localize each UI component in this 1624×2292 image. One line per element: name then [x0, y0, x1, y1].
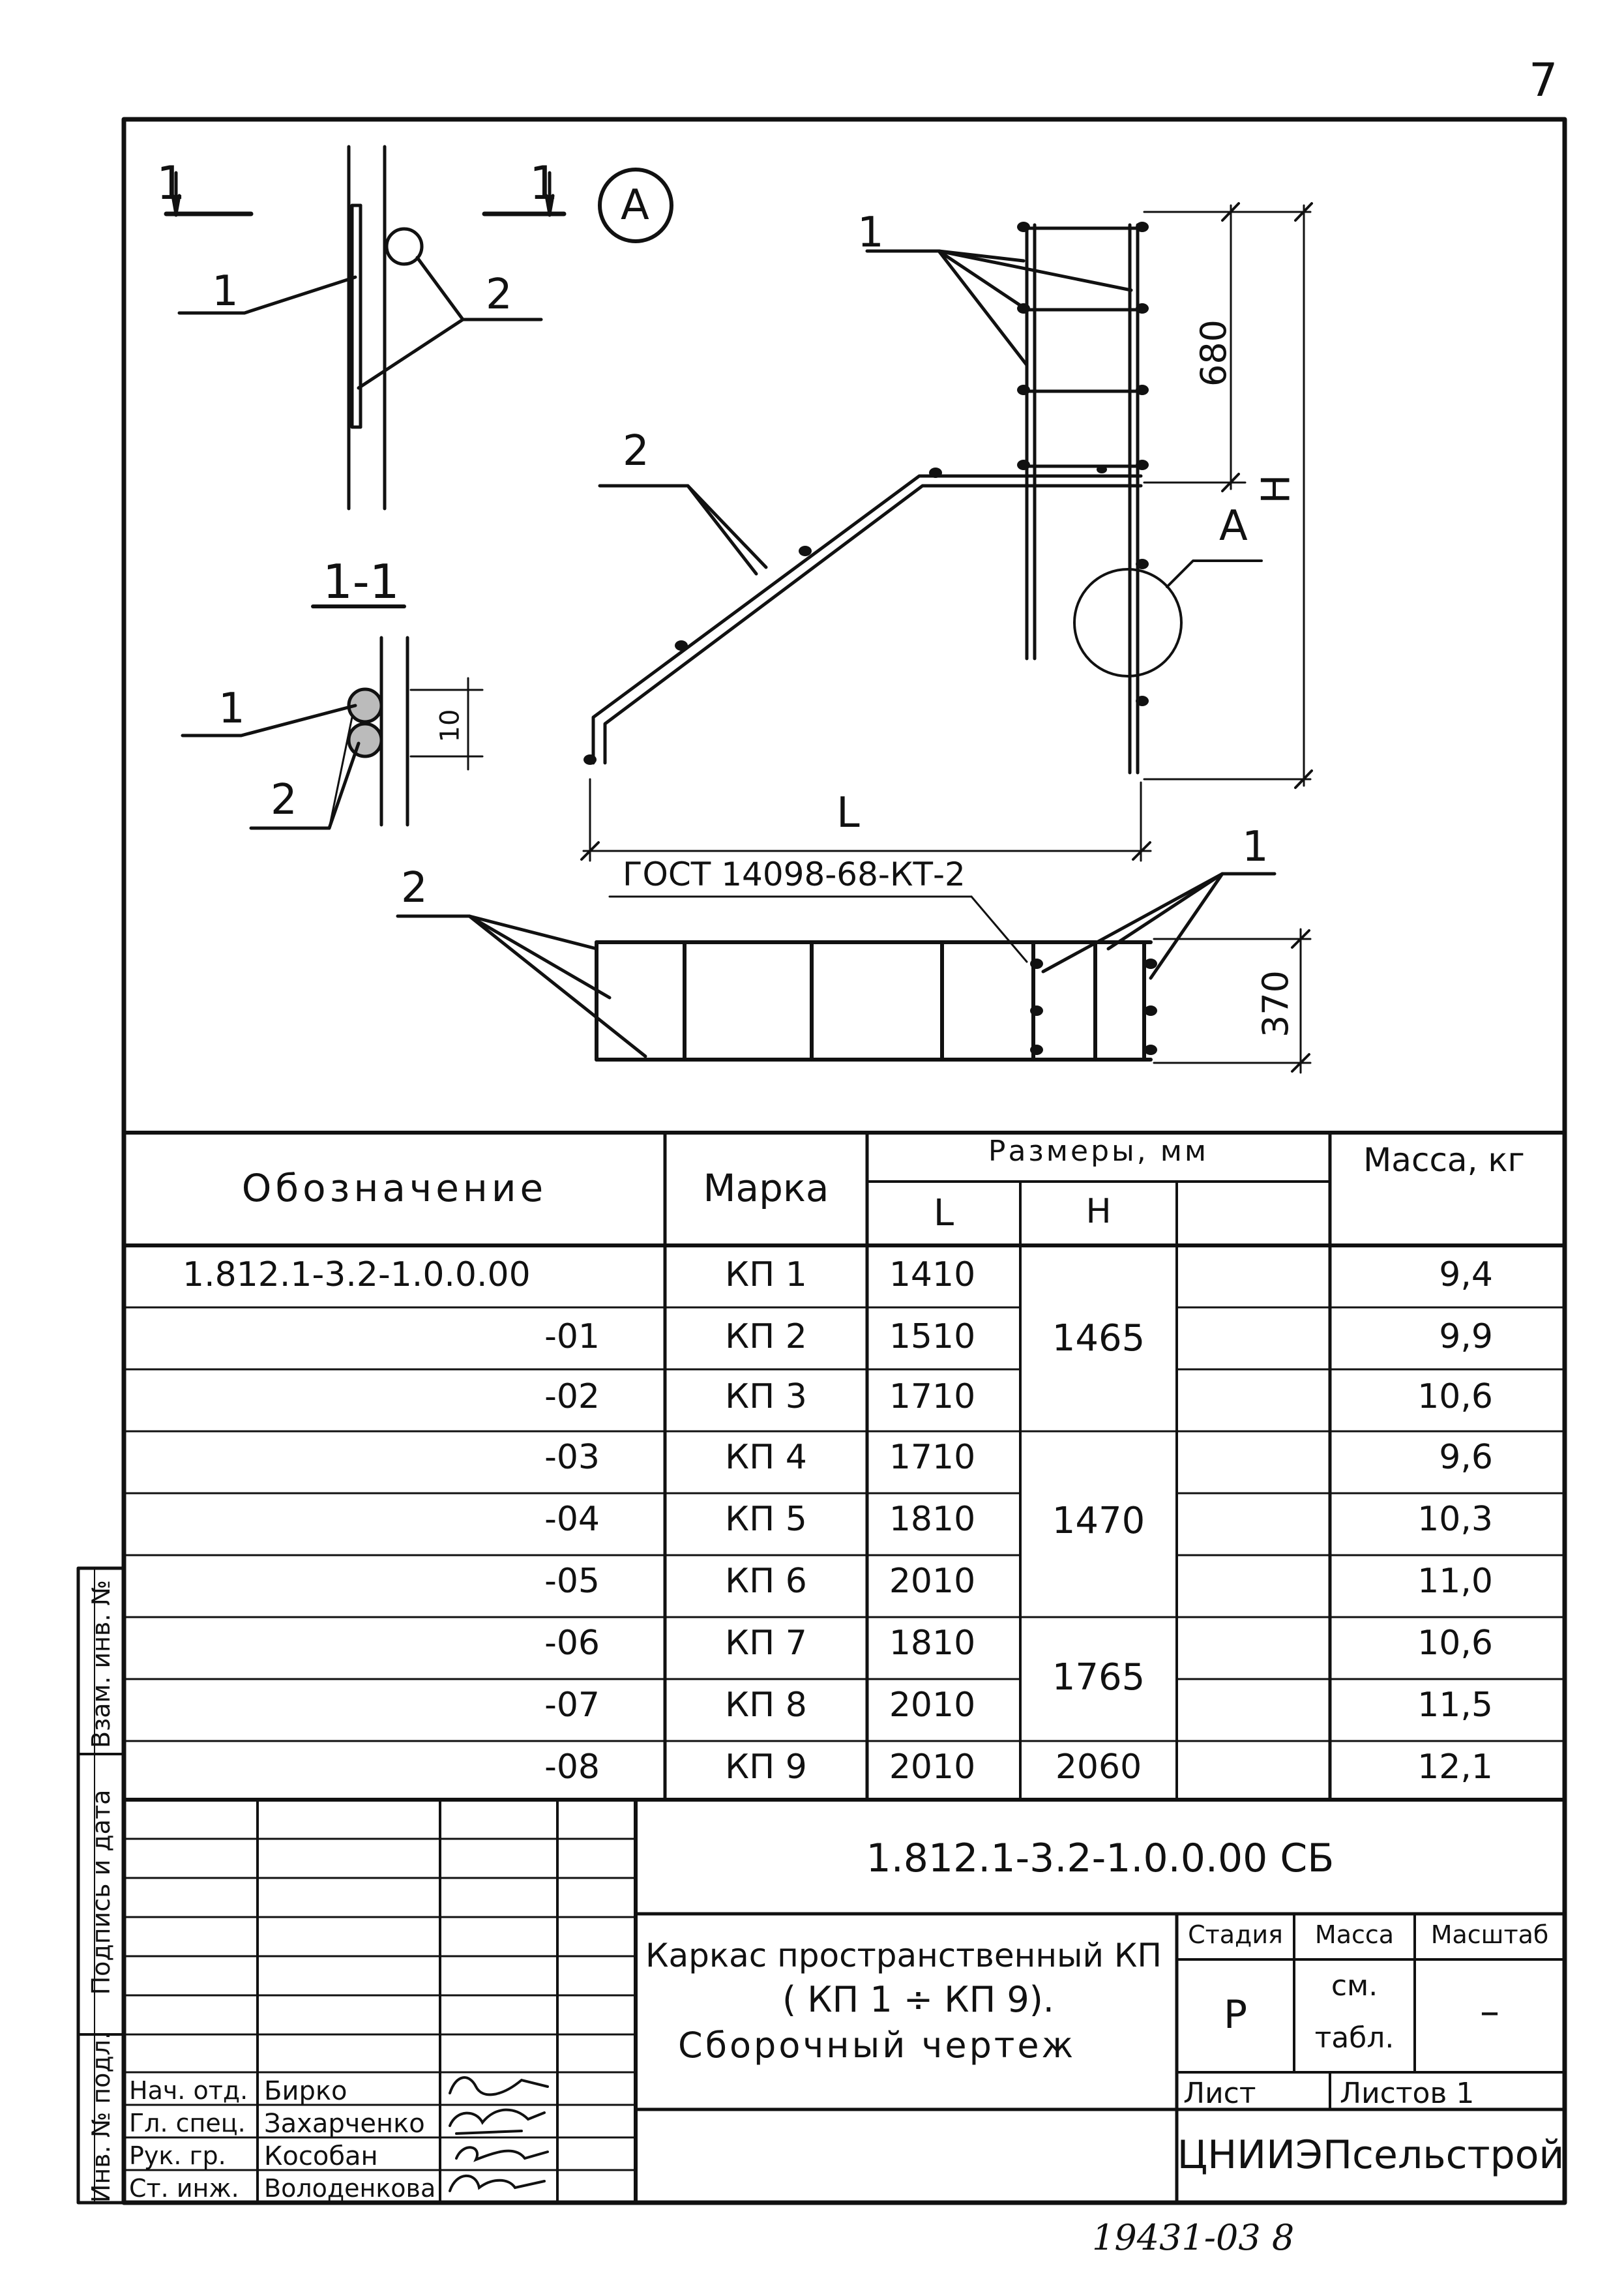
row-1-mark: КП 1 — [725, 1255, 807, 1294]
row-1-designation: 1.812.1-3.2-1.0.0.00 — [183, 1255, 531, 1294]
callout-2-plan: 2 — [401, 864, 428, 912]
row-7-l: 1810 — [889, 1624, 976, 1663]
callout-1-left: 1 — [212, 267, 239, 316]
staff-2-name: Захарченко — [264, 2109, 425, 2139]
row-4-mass: 9,6 — [1439, 1438, 1493, 1477]
signature-4 — [449, 2174, 546, 2192]
h-group-3: 1765 — [1052, 1656, 1145, 1699]
row-5-mass: 10,3 — [1417, 1500, 1493, 1539]
row-6-designation: -05 — [544, 1562, 600, 1601]
row-2-designation: -01 — [544, 1317, 600, 1356]
row-8-mark: КП 8 — [725, 1686, 807, 1725]
row-4-mark: КП 4 — [725, 1438, 807, 1477]
row-2-l: 1510 — [889, 1317, 976, 1356]
h-group-4: 2060 — [1055, 1748, 1142, 1787]
section-mark-left: 1 — [156, 156, 186, 210]
header-designation: Обозначение — [241, 1166, 548, 1210]
row-3-designation: -02 — [544, 1377, 600, 1416]
row-7-mark: КП 7 — [725, 1624, 807, 1663]
row-3-l: 1710 — [889, 1377, 976, 1416]
callout-2-elevation: 2 — [623, 427, 649, 475]
staff-2-role: Гл. спец. — [129, 2109, 246, 2137]
callout-1-elevation: 1 — [857, 209, 884, 257]
row-1-mass: 9,4 — [1439, 1255, 1493, 1294]
h-group-2: 1470 — [1052, 1500, 1145, 1542]
staff-1-role: Нач. отд. — [129, 2076, 248, 2105]
row-4-designation: -03 — [544, 1438, 600, 1477]
scale-label: Масштаб — [1430, 1920, 1549, 1949]
staff-4-role: Ст. инж. — [129, 2174, 239, 2203]
sheet-label: Лист — [1183, 2077, 1256, 2110]
row-9-l: 2010 — [889, 1748, 976, 1787]
row-9-mark: КП 9 — [725, 1748, 807, 1787]
row-5-designation: -04 — [544, 1500, 600, 1539]
row-2-mark: КП 2 — [725, 1317, 807, 1356]
signature-3 — [455, 2146, 549, 2162]
row-9-mass: 12,1 — [1417, 1748, 1493, 1787]
row-9-designation: -08 — [544, 1748, 600, 1787]
section-title: 1-1 — [323, 554, 400, 609]
header-mark: Марка — [703, 1166, 829, 1210]
staff-3-role: Рук. гр. — [129, 2141, 226, 2170]
organization: ЦНИИЭПсельстрой — [1177, 2132, 1565, 2178]
row-7-designation: -06 — [544, 1624, 600, 1663]
callout-1-section: 1 — [218, 685, 245, 733]
row-5-l: 1810 — [889, 1500, 976, 1539]
gost-note: ГОСТ 14098-68-КТ-2 — [623, 856, 966, 893]
stage-label: Стадия — [1188, 1920, 1283, 1949]
doc-name-line3: Сборочный чертеж — [678, 2025, 1076, 2066]
detail-circle-label: A — [621, 181, 649, 230]
row-1-l: 1410 — [889, 1255, 976, 1294]
mass-label: Масса — [1314, 1920, 1395, 1949]
row-7-mass: 10,6 — [1417, 1624, 1493, 1663]
row-8-l: 2010 — [889, 1686, 976, 1725]
row-5-mark: КП 5 — [725, 1500, 807, 1539]
staff-3-name: Кособан — [264, 2141, 378, 2171]
main-frame — [121, 117, 1567, 2205]
row-8-designation: -07 — [544, 1686, 600, 1725]
doc-name-line2: ( КП 1 ÷ КП 9). — [782, 1979, 1054, 2020]
header-h: H — [1085, 1192, 1112, 1231]
row-4-l: 1710 — [889, 1438, 976, 1477]
side-stamp-original-inv: Инв. № подл. — [87, 2031, 115, 2203]
mass-value-1: см. — [1331, 1969, 1378, 2002]
callout-2-section: 2 — [271, 776, 297, 824]
side-stamp-replaced-inv: Взам. инв. № — [87, 1580, 115, 1749]
page-number: 7 — [1529, 53, 1558, 107]
footer-handwritten: 19431-03 8 — [1092, 2217, 1295, 2258]
staff-1-name: Бирко — [264, 2076, 347, 2106]
stage-value: Р — [1223, 1992, 1248, 2038]
row-6-mark: КП 6 — [725, 1562, 807, 1601]
row-3-mass: 10,6 — [1417, 1377, 1493, 1416]
signature-1 — [449, 2076, 549, 2096]
dim-l: L — [836, 789, 860, 837]
side-stamp-signature-date: Подпись и дата — [87, 1789, 115, 1995]
section-mark-right: 1 — [529, 156, 559, 210]
mass-value-2: табл. — [1314, 2021, 1395, 2055]
doc-code: 1.812.1-3.2-1.0.0.00 СБ — [866, 1836, 1335, 1881]
signature-2 — [449, 2108, 546, 2135]
h-group-1: 1465 — [1052, 1317, 1145, 1360]
row-2-mass: 9,9 — [1439, 1317, 1493, 1356]
sheets-label: Листов 1 — [1340, 2077, 1475, 2110]
doc-name-line1: Каркас пространственный КП — [645, 1937, 1162, 1974]
detail-leader-label: А — [1219, 502, 1248, 550]
callout-1-plan: 1 — [1242, 823, 1269, 871]
staff-4-name: Володенкова — [264, 2174, 436, 2203]
row-6-mass: 11,0 — [1417, 1562, 1493, 1601]
callout-2-left: 2 — [486, 271, 512, 319]
row-6-l: 2010 — [889, 1562, 976, 1601]
header-sizes: Размеры, мм — [988, 1135, 1209, 1168]
row-3-mark: КП 3 — [725, 1377, 807, 1416]
header-mass: Масса, кг — [1363, 1141, 1525, 1179]
scale-value: – — [1480, 1989, 1499, 2034]
header-l: L — [933, 1192, 954, 1234]
row-8-mass: 11,5 — [1417, 1686, 1493, 1725]
